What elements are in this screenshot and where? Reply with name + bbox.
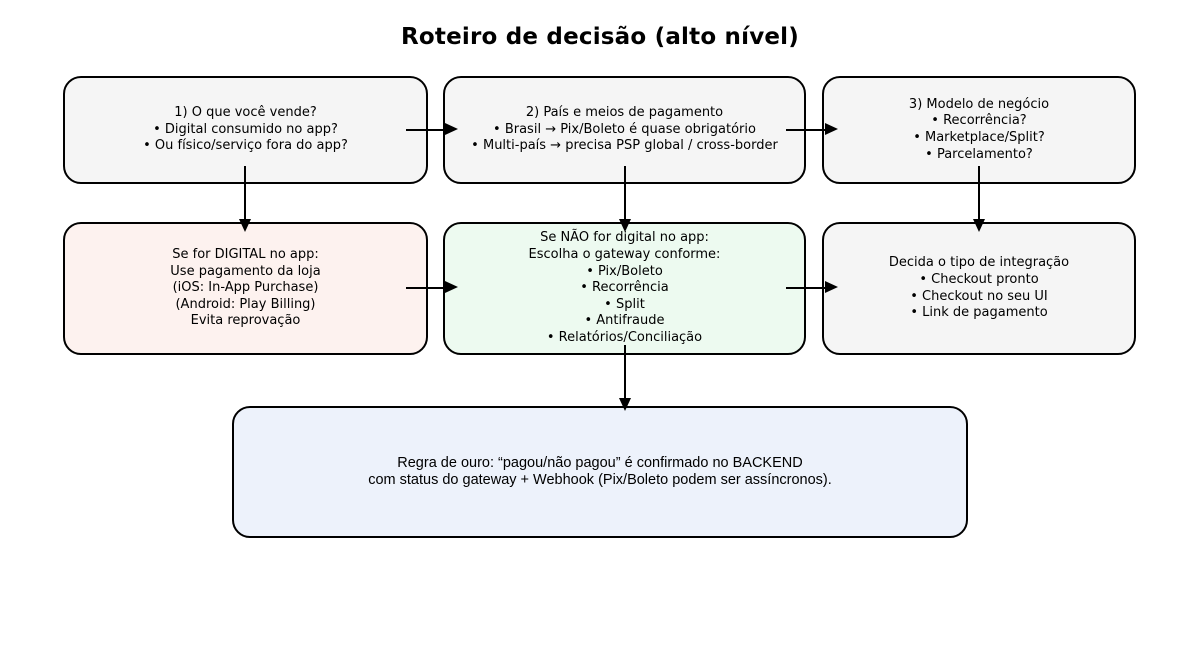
node-digital-in-app: Se for DIGITAL no app: Use pagamento da … [63, 222, 428, 355]
arrowhead-right-icon [825, 281, 838, 293]
arrowhead-right-icon [445, 281, 458, 293]
node-digital-in-app-text: Se for DIGITAL no app: Use pagamento da … [170, 247, 321, 329]
arrowhead-right-icon [825, 123, 838, 135]
arrowhead-right-icon [445, 123, 458, 135]
arrow-line [406, 287, 446, 289]
arrowhead-down-icon [239, 219, 251, 232]
arrowhead-down-icon [619, 219, 631, 232]
node-golden-rule-text: Regra de ouro: “pagou/não pagou” é confi… [368, 454, 832, 489]
node-business-model-text: 3) Modelo de negócio • Recorrência? • Ma… [908, 96, 1050, 162]
arrowhead-down-icon [973, 219, 985, 232]
node-what-you-sell-text: 1) O que você vende? • Digital consumido… [143, 105, 348, 154]
node-not-digital-gateway-text: Se NÃO for digital no app: Escolha o gat… [528, 230, 721, 345]
arrowhead-down-icon [619, 398, 631, 411]
diagram-title: Roteiro de decisão (alto nível) [401, 24, 799, 50]
arrow-line [978, 166, 980, 222]
node-what-you-sell: 1) O que você vende? • Digital consumido… [63, 76, 428, 184]
node-integration-type: Decida o tipo de integração • Checkout p… [822, 222, 1136, 355]
arrow-line [786, 129, 826, 131]
node-country-payments-text: 2) País e meios de pagamento • Brasil → … [471, 105, 778, 154]
arrow-line [624, 345, 626, 400]
arrow-line [786, 287, 826, 289]
node-integration-type-text: Decida o tipo de integração • Checkout p… [888, 255, 1070, 321]
node-not-digital-gateway: Se NÃO for digital no app: Escolha o gat… [443, 222, 806, 355]
node-golden-rule: Regra de ouro: “pagou/não pagou” é confi… [232, 406, 968, 538]
arrow-line [624, 166, 626, 222]
arrow-line [406, 129, 446, 131]
arrow-line [244, 166, 246, 222]
